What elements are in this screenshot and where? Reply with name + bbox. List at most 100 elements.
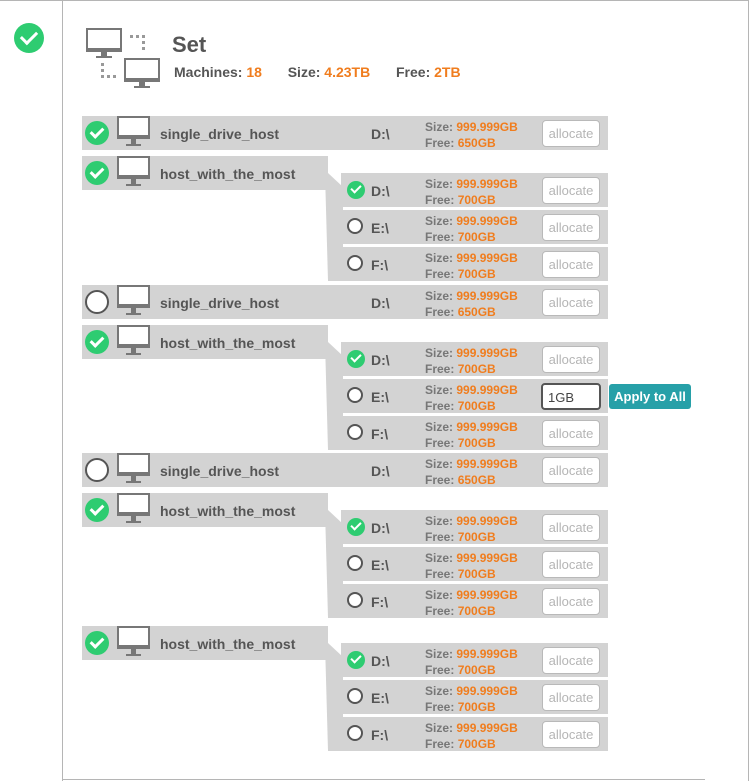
monitor-icon xyxy=(117,626,150,656)
free-label: Free: xyxy=(425,136,455,150)
host-name: host_with_the_most xyxy=(160,503,296,519)
host-drive-bracket xyxy=(325,342,343,450)
free-value: 700GB xyxy=(457,700,496,714)
drive-label: D:\ xyxy=(371,463,390,479)
size-label: Size: xyxy=(425,551,454,565)
drive-label: D:\ xyxy=(371,653,390,669)
free-value: 700GB xyxy=(457,530,496,544)
drive-label: E:\ xyxy=(371,389,389,405)
free-value: 700GB xyxy=(457,567,496,581)
drive-label: E:\ xyxy=(371,690,389,706)
free-value: 700GB xyxy=(457,230,496,244)
free-value: 700GB xyxy=(457,604,496,618)
allocate-button[interactable]: allocate xyxy=(542,721,600,748)
empty-circle-icon[interactable] xyxy=(85,458,109,482)
size-value: 999.999GB xyxy=(456,457,518,471)
column-divider xyxy=(62,0,63,781)
empty-circle-icon[interactable] xyxy=(347,725,363,741)
size-value: 999.999GB xyxy=(456,721,518,735)
size-label: Size: xyxy=(425,420,454,434)
allocate-button[interactable]: allocate xyxy=(542,214,600,241)
empty-circle-icon[interactable] xyxy=(347,255,363,271)
empty-circle-icon[interactable] xyxy=(347,592,363,608)
drive-label: F:\ xyxy=(371,727,389,743)
host-drive-bracket xyxy=(325,173,343,281)
allocate-button[interactable]: allocate xyxy=(542,551,600,578)
free-value: 700GB xyxy=(457,399,496,413)
allocate-button[interactable]: allocate xyxy=(542,457,600,484)
allocate-button[interactable]: allocate xyxy=(542,588,600,615)
monitor-icon xyxy=(117,453,150,483)
check-circle-icon[interactable] xyxy=(347,518,365,536)
check-circle-icon[interactable] xyxy=(85,161,109,185)
free-value: 650GB xyxy=(457,473,496,487)
empty-circle-icon[interactable] xyxy=(85,290,109,314)
free-label: Free: xyxy=(396,64,431,80)
allocate-button[interactable]: allocate xyxy=(542,177,600,204)
empty-circle-icon[interactable] xyxy=(347,688,363,704)
free-label: Free: xyxy=(425,399,455,413)
empty-circle-icon[interactable] xyxy=(347,555,363,571)
drive-label: E:\ xyxy=(371,557,389,573)
allocate-button[interactable]: allocate xyxy=(542,120,600,147)
monitor-icon xyxy=(117,116,150,146)
size-label: Size: xyxy=(425,383,454,397)
free-label: Free: xyxy=(425,362,455,376)
allocate-button[interactable]: allocate xyxy=(542,346,600,373)
allocate-button[interactable]: allocate xyxy=(542,684,600,711)
free-label: Free: xyxy=(425,700,455,714)
free-value: 2TB xyxy=(434,64,461,80)
free-label: Free: xyxy=(425,436,455,450)
allocation-input[interactable]: 1GB xyxy=(541,383,601,410)
empty-circle-icon[interactable] xyxy=(347,218,363,234)
size-value: 999.999GB xyxy=(456,346,518,360)
empty-circle-icon[interactable] xyxy=(347,387,363,403)
check-circle-icon[interactable] xyxy=(85,498,109,522)
check-circle-icon[interactable] xyxy=(347,181,365,199)
allocate-button[interactable]: allocate xyxy=(542,289,600,316)
host-row xyxy=(82,453,608,487)
size-label: Size: xyxy=(425,251,454,265)
size-value: 999.999GB xyxy=(456,647,518,661)
check-circle-icon[interactable] xyxy=(85,121,109,145)
apply-to-all-button[interactable]: Apply to All xyxy=(609,384,691,409)
check-circle-icon[interactable] xyxy=(85,631,109,655)
set-selected-check-icon[interactable] xyxy=(14,23,44,53)
empty-circle-icon[interactable] xyxy=(347,424,363,440)
check-circle-icon[interactable] xyxy=(85,330,109,354)
size-value: 999.999GB xyxy=(456,177,518,191)
free-value: 650GB xyxy=(457,305,496,319)
free-label: Free: xyxy=(425,663,455,677)
allocate-button[interactable]: allocate xyxy=(542,251,600,278)
size-label: Size: xyxy=(425,289,454,303)
allocate-button[interactable]: allocate xyxy=(542,514,600,541)
machines-value: 18 xyxy=(246,64,262,80)
size-value: 999.999GB xyxy=(456,214,518,228)
size-value: 4.23TB xyxy=(324,64,371,80)
size-label: Size: xyxy=(425,346,454,360)
size-label: Size: xyxy=(425,214,454,228)
host-drive-bracket xyxy=(325,510,343,618)
host-name: host_with_the_most xyxy=(160,335,296,351)
allocate-button[interactable]: allocate xyxy=(542,647,600,674)
free-label: Free: xyxy=(425,604,455,618)
check-circle-icon[interactable] xyxy=(347,651,365,669)
free-value: 650GB xyxy=(457,136,496,150)
free-value: 700GB xyxy=(457,267,496,281)
check-circle-icon[interactable] xyxy=(347,350,365,368)
drive-label: F:\ xyxy=(371,426,389,442)
size-value: 999.999GB xyxy=(456,514,518,528)
free-label: Free: xyxy=(425,473,455,487)
free-value: 700GB xyxy=(457,362,496,376)
frame-bottom-border xyxy=(62,779,705,780)
drive-label: F:\ xyxy=(371,257,389,273)
allocate-button[interactable]: allocate xyxy=(542,420,600,447)
